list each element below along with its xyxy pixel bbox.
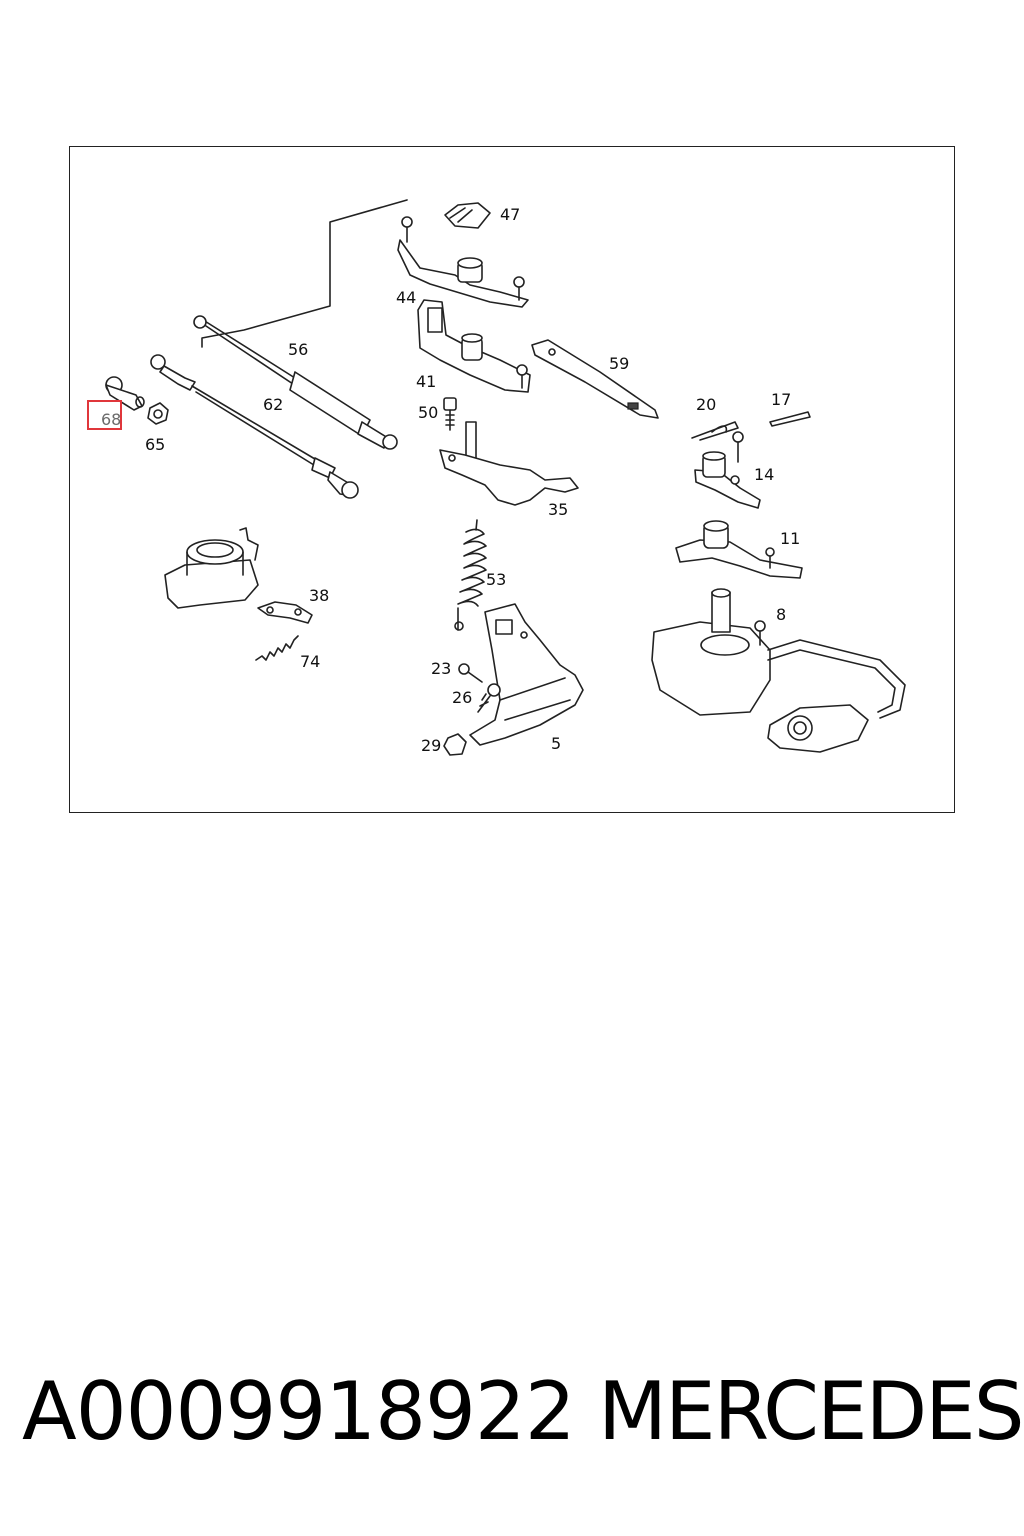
part-35-lever <box>439 421 579 506</box>
part-74-spring <box>255 635 299 661</box>
callout-5: 5 <box>551 734 562 753</box>
part-47-clip <box>444 202 491 229</box>
part-26-bolt <box>477 683 501 713</box>
callout-14: 14 <box>754 465 775 484</box>
callout-53: 53 <box>486 570 507 589</box>
callout-62: 62 <box>263 395 284 414</box>
callout-59: 59 <box>609 354 630 373</box>
callout-38: 38 <box>309 586 330 605</box>
part-number: A0009918922 <box>22 1365 576 1458</box>
part-20-clip <box>691 421 739 441</box>
callout-23: 23 <box>431 659 452 678</box>
part-41-lever <box>417 299 531 393</box>
part-44-lever <box>397 216 529 308</box>
callout-50: 50 <box>418 403 439 422</box>
callout-35: 35 <box>548 500 569 519</box>
part-65-nut <box>147 402 169 425</box>
callout-26: 26 <box>452 688 473 707</box>
callout-74: 74 <box>300 652 321 671</box>
leader-line <box>201 199 408 348</box>
part-59-strip <box>531 339 659 419</box>
callout-11: 11 <box>780 529 801 548</box>
part-56-rod <box>193 315 398 450</box>
part-62-rod <box>150 354 359 499</box>
callout-8: 8 <box>776 605 787 624</box>
callout-44: 44 <box>396 288 417 307</box>
shift-housing <box>164 527 259 609</box>
part-14-lever <box>694 431 761 509</box>
callout-56: 56 <box>288 340 309 359</box>
brand-name: MERCEDES <box>598 1365 1024 1458</box>
callout-68[interactable]: 68 <box>101 410 122 429</box>
callout-41: 41 <box>416 372 437 391</box>
callout-17: 17 <box>771 390 792 409</box>
callout-47: 47 <box>500 205 521 224</box>
part-23-screw <box>458 663 483 683</box>
part-68-socket <box>105 376 145 411</box>
callout-65: 65 <box>145 435 166 454</box>
part-8-selector <box>651 588 906 753</box>
part-17-pin <box>769 411 811 427</box>
part-53-spring <box>454 519 487 631</box>
part-29-nut <box>443 733 467 756</box>
diagram-frame <box>69 146 955 813</box>
part-50-bolt <box>443 397 457 431</box>
part-11-lever <box>675 520 803 579</box>
part-38-plate <box>257 601 313 624</box>
highlight-box <box>87 400 122 430</box>
part-5-bracket <box>469 603 584 746</box>
callout-20: 20 <box>696 395 717 414</box>
callout-29: 29 <box>421 736 442 755</box>
